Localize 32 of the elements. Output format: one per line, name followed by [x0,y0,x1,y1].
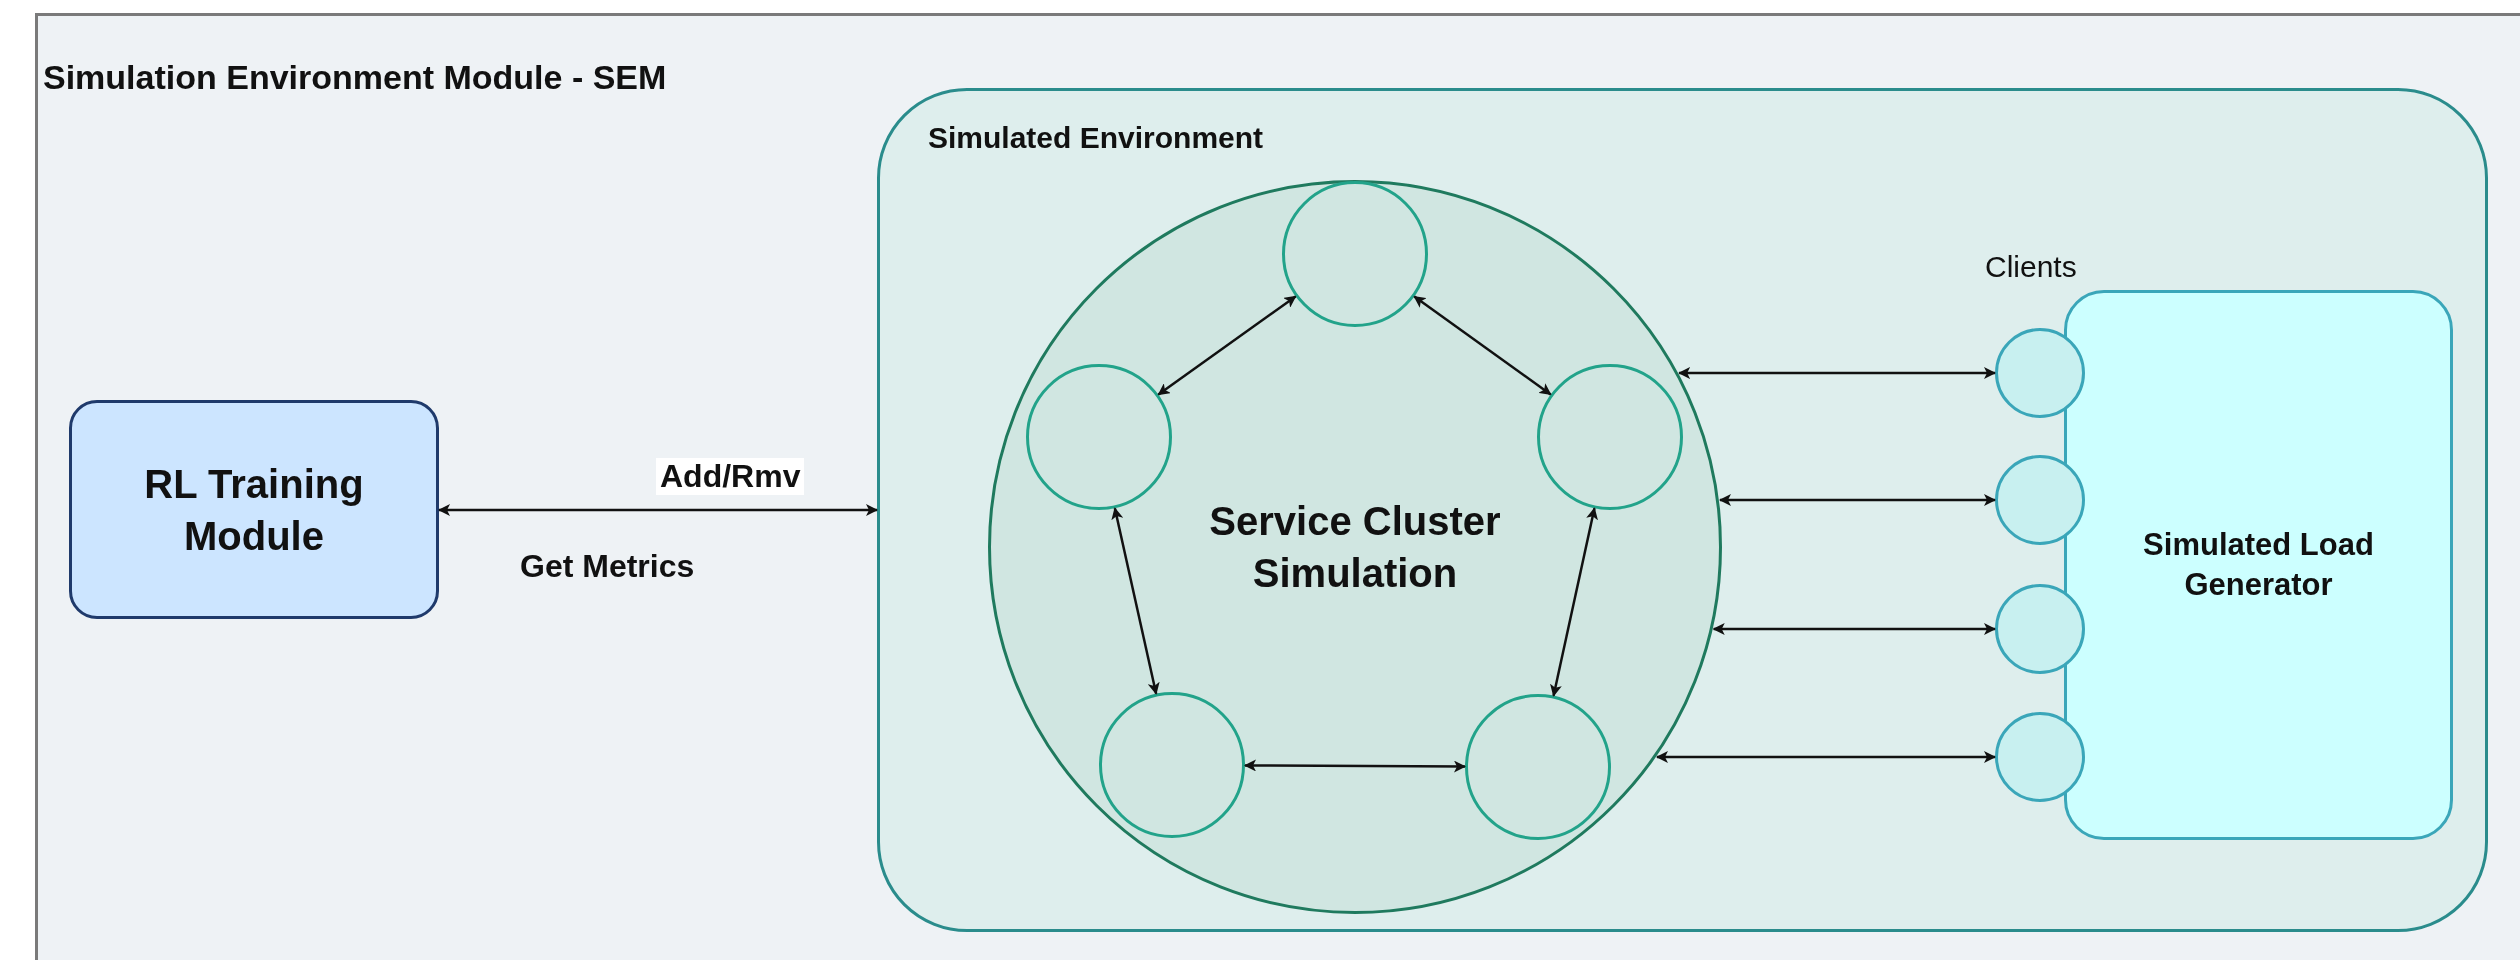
client-circle [1995,455,2085,545]
arrow [1678,367,1996,379]
arrow [1413,295,1552,396]
client-circle [1995,328,2085,418]
node-label: Simulated Environment [928,121,1264,155]
arrow [438,504,878,516]
environment-panel [877,88,2488,932]
arrow [1550,507,1598,697]
arrow [1157,295,1297,396]
module-frame [35,13,2520,960]
node-label: Simulated Load Generator [2142,525,2375,604]
service-circle [1099,692,1245,838]
arrow [1712,623,1996,635]
group-label: Clients [1985,250,2077,284]
service-circle [1026,364,1172,510]
node-label: Simulation Environment Module - SEM [43,58,667,97]
edge-label: Add/Rmv [656,458,805,495]
arrow [1244,759,1466,773]
cluster-circle [988,180,1722,914]
service-circle [1537,364,1683,510]
node-label: Service Cluster Simulation [1208,498,1502,597]
module-box [69,400,439,619]
service-circle [1465,694,1611,840]
node-label: RL Training Module [143,460,365,560]
arrow [1719,494,1996,506]
generator-box [2064,290,2453,840]
service-circle [1282,181,1428,327]
client-circle [1995,712,2085,802]
client-circle [1995,584,2085,674]
annotation-text: Get Metrics [520,548,695,585]
arrow [1656,751,1996,763]
arrow [1111,507,1160,695]
